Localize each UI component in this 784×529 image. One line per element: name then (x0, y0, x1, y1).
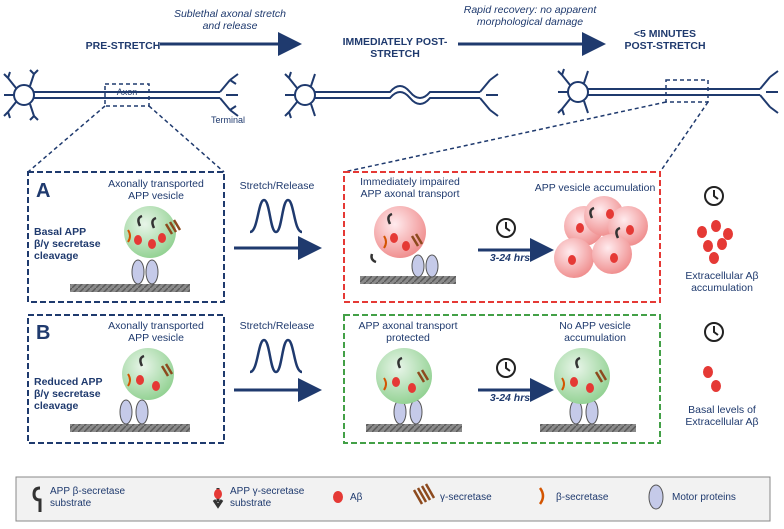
legend-beta-secretase: β-secretase (556, 492, 609, 503)
legend-gamma-substrate: APP γ-secretase substrate (230, 486, 305, 509)
rowA-time-label: 3-24 hrs (489, 252, 531, 264)
stretch-arrow-label: Sublethal axonal stretch and release (173, 8, 287, 32)
rowB-protected-label: APP axonal transport protected (358, 320, 458, 344)
rowB-green-box (343, 314, 661, 444)
stage-immediately-post: IMMEDIATELY POST- STRETCH (342, 36, 448, 60)
axon-zoom-box (104, 83, 150, 107)
legend-icons (32, 483, 664, 512)
recovery-arrow-label: Rapid recovery: no apparent morphologica… (463, 4, 597, 28)
rowA-vesicle-label: Axonally transported APP vesicle (108, 178, 204, 202)
neuron-pre-stretch (3, 69, 239, 121)
rowB-stretch-label: Stretch/Release (239, 320, 315, 332)
rowA-outcome-label: Extracellular Aβ accumulation (685, 270, 759, 294)
rowB-outcome-label: Basal levels of Extracellular Aβ (685, 404, 759, 428)
row-b-letter: B (36, 322, 51, 344)
legend-abeta: Aβ (350, 492, 363, 503)
rowA-impaired-label: Immediately impaired APP axonal transpor… (360, 176, 460, 200)
rowB-noaccum-label: No APP vesicle accumulation (559, 320, 631, 344)
terminal-label: Terminal (210, 115, 245, 125)
rowA-left-box (27, 171, 225, 303)
axon-label: Axon (116, 87, 138, 97)
neuron-post-stretch (284, 71, 499, 119)
legend-gamma-secretase: γ-secretase (440, 492, 492, 503)
rowB-time-label: 3-24 hrs (489, 392, 531, 404)
stretch-wave-b (249, 338, 303, 374)
rowB-vesicle-label: Axonally transported APP vesicle (108, 320, 204, 344)
legend-beta-substrate: APP β-secretase substrate (50, 486, 126, 509)
axon-zoom-box-2 (665, 79, 709, 103)
stage-5min-post: <5 MINUTES POST-STRETCH (624, 28, 706, 52)
accumulated-vesicles (554, 196, 648, 278)
rowA-red-box (343, 171, 661, 303)
rowA-stretch-label: Stretch/Release (239, 180, 315, 192)
rowA-basal-label: Basal APP β/γ secretase cleavage (34, 226, 101, 262)
stage-pre-stretch: PRE-STRETCH (85, 40, 161, 52)
neuron-5min-post (557, 68, 779, 116)
row-a-letter: A (36, 180, 51, 202)
extracellular-abeta-cluster (697, 220, 733, 392)
legend-motor-proteins: Motor proteins (672, 492, 736, 503)
stretch-wave-a (249, 198, 303, 234)
rowA-accum-label: APP vesicle accumulation (534, 182, 656, 194)
alarm-clock-icon (496, 186, 724, 378)
rowB-reduced-label: Reduced APP β/γ secretase cleavage (34, 376, 103, 412)
legend-box (15, 476, 771, 522)
